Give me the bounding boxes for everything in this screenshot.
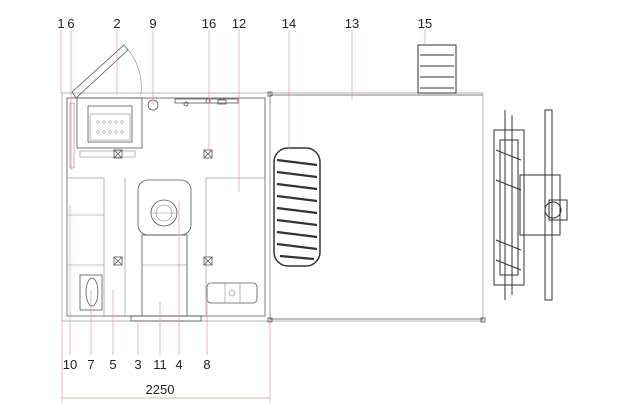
vent-icon	[203, 149, 213, 159]
callout-label: 5	[109, 357, 116, 372]
callout-label: 6	[67, 16, 74, 31]
central-bench	[137, 179, 192, 317]
tool-rail	[174, 98, 239, 107]
leader-lines	[60, 30, 426, 355]
callout-label: 11	[153, 357, 167, 372]
door-swing	[71, 44, 142, 99]
cargo-body	[267, 91, 486, 323]
callout-label: 1	[57, 16, 64, 31]
heater-unit	[206, 282, 258, 304]
bench-left	[66, 177, 105, 317]
callout-label: 3	[134, 357, 141, 372]
ladder	[417, 44, 457, 94]
callout-label: 13	[345, 16, 359, 31]
callout-label: 7	[87, 357, 94, 372]
callout-label: 12	[232, 16, 246, 31]
vent-icon	[113, 149, 123, 159]
callout-label: 9	[149, 16, 156, 31]
callout-label: 15	[418, 16, 432, 31]
callout-label: 4	[175, 357, 182, 372]
entry-step	[130, 315, 202, 322]
spare-tire	[273, 147, 321, 267]
vent-icon	[113, 256, 123, 266]
callout-label: 16	[202, 16, 216, 31]
vent-icon	[203, 256, 213, 266]
callout-label: 2	[113, 16, 120, 31]
cabinet-unit	[69, 97, 143, 169]
callout-label: 8	[203, 357, 210, 372]
callout-label: 14	[282, 16, 296, 31]
crane	[493, 109, 568, 301]
dimension-label: 2250	[146, 382, 175, 397]
dimension-line: 2250	[61, 320, 271, 402]
callout-label: 10	[63, 357, 77, 372]
bench-right	[205, 177, 266, 317]
